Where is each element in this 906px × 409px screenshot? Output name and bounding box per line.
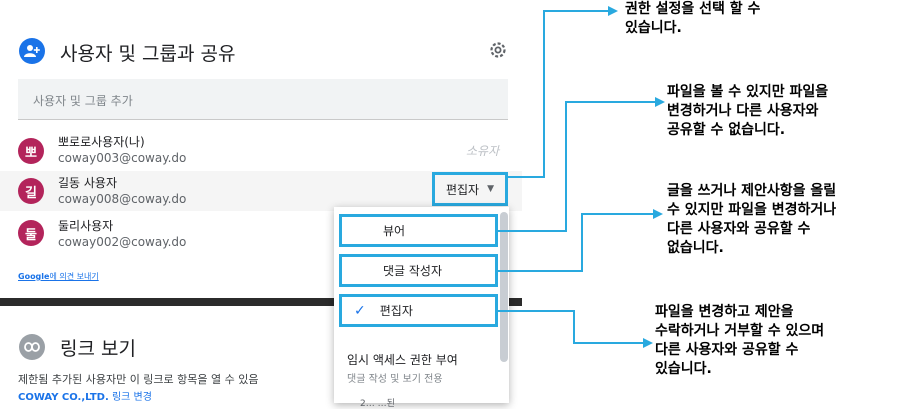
feedback-link[interactable]: Google에 의견 보내기 (18, 271, 99, 282)
user-name: 둘리사용자 (58, 219, 114, 233)
annotation-line: 다른 사용자와 공유할 수 (667, 221, 811, 237)
menu-scrollbar[interactable] (500, 212, 508, 362)
user-email: coway008@coway.do (58, 192, 187, 206)
change-link-button[interactable]: 링크 변경 (111, 392, 152, 403)
annotation-line: 글을 쓰거나 제안사항을 올릴 (667, 183, 837, 199)
add-people-input[interactable] (18, 79, 508, 119)
dialog-title: 사용자 및 그룹과 공유 (60, 43, 236, 65)
annotation-line: 권한 설정을 선택 할 수 (625, 1, 761, 17)
annotation-3: 글을 쓰거나 제안사항을 올릴 수 있지만 파일을 변경하거나 다른 사용자와 … (667, 182, 836, 258)
annotation-4: 파일을 변경하고 제안을 수락하거나 거부할 수 있으며 다른 사용자와 공유할… (655, 303, 824, 379)
connector-line (497, 270, 583, 272)
annotation-line: 변경하거나 다른 사용자와 (667, 103, 819, 119)
annotation-line: 없습니다. (667, 240, 724, 256)
temp-access-subtext: 댓글 작성 및 보기 전용 (347, 374, 443, 385)
settings-gear-icon[interactable] (488, 40, 508, 60)
annotation-line: 다른 사용자와 공유할 수 (655, 342, 799, 358)
avatar: 둘 (18, 220, 44, 246)
feedback-google: Google (18, 272, 50, 281)
feedback-text: 에 의견 보내기 (49, 272, 99, 281)
menu-item-label: 뷰어 (383, 224, 406, 238)
arrow-head-icon (655, 97, 665, 107)
add-people-placeholder: 사용자 및 그룹 추가 (33, 94, 133, 108)
owner-label: 소유자 (466, 144, 500, 158)
menu-item-viewer[interactable]: 뷰어 (339, 214, 498, 247)
connector-line (543, 10, 545, 178)
connector-line (581, 213, 655, 215)
menu-item-editor[interactable]: ✓ 편집자 (339, 294, 498, 327)
annotation-line: 공유할 수 없습니다. (667, 122, 786, 138)
arrow-head-icon (653, 209, 663, 219)
avatar: 뽀 (18, 138, 44, 164)
annotation-line: 수 있지만 파일을 변경하거나 (667, 202, 837, 218)
link-description: 제한됨 추가된 사용자만 이 링크로 항목을 열 수 있음 (18, 373, 259, 386)
role-label: 편집자 (445, 182, 480, 197)
user-email: coway002@coway.do (58, 235, 187, 249)
connector-line (543, 10, 611, 12)
annotation-line: 수락하거나 거부할 수 있으며 (655, 323, 825, 339)
org-name: COWAY CO.,LTD. (18, 392, 109, 403)
menu-item-label: 편집자 (379, 304, 413, 318)
annotation-line: 파일을 볼 수 있지만 파일을 (667, 84, 829, 100)
arrow-head-icon (643, 338, 653, 348)
link-org-row: COWAY CO.,LTD. 링크 변경 (18, 388, 152, 403)
link-icon (19, 334, 45, 360)
dialog-separator (0, 298, 522, 306)
arrow-head-icon (608, 6, 618, 16)
chevron-down-icon: ▼ (487, 184, 495, 194)
avatar: 길 (18, 178, 44, 204)
annotation-line: 파일을 변경하고 제안을 (655, 304, 794, 320)
connector-line (497, 310, 575, 312)
annotation-1: 권한 설정을 선택 할 수 있습니다. (625, 0, 760, 38)
connector-line (565, 101, 657, 103)
role-menu (334, 207, 509, 403)
annotation-line: 있습니다. (625, 20, 682, 36)
connector-line (581, 213, 583, 272)
connector-line (565, 101, 567, 232)
menu-item-label: 댓글 작성자 (383, 264, 443, 278)
menu-item-commenter[interactable]: 댓글 작성자 (339, 254, 498, 287)
user-name: 뽀로로사용자(나) (58, 135, 145, 149)
divider (18, 119, 508, 120)
annotation-2: 파일을 볼 수 있지만 파일을 변경하거나 다른 사용자와 공유할 수 없습니다… (667, 83, 828, 140)
user-name: 길동 사용자 (58, 176, 118, 190)
connector-line (497, 230, 567, 232)
temp-access-option[interactable]: 임시 액세스 권한 부여 (347, 353, 458, 367)
link-section-title: 링크 보기 (60, 338, 136, 360)
connector-line (573, 342, 645, 344)
connector-line (507, 176, 545, 178)
user-email: coway003@coway.do (58, 151, 187, 165)
role-dropdown-button[interactable]: 편집자 ▼ (432, 172, 508, 206)
connector-line (573, 310, 575, 344)
add-person-icon (19, 38, 45, 64)
annotation-line: 있습니다. (655, 361, 712, 377)
check-icon: ✓ (354, 302, 366, 319)
